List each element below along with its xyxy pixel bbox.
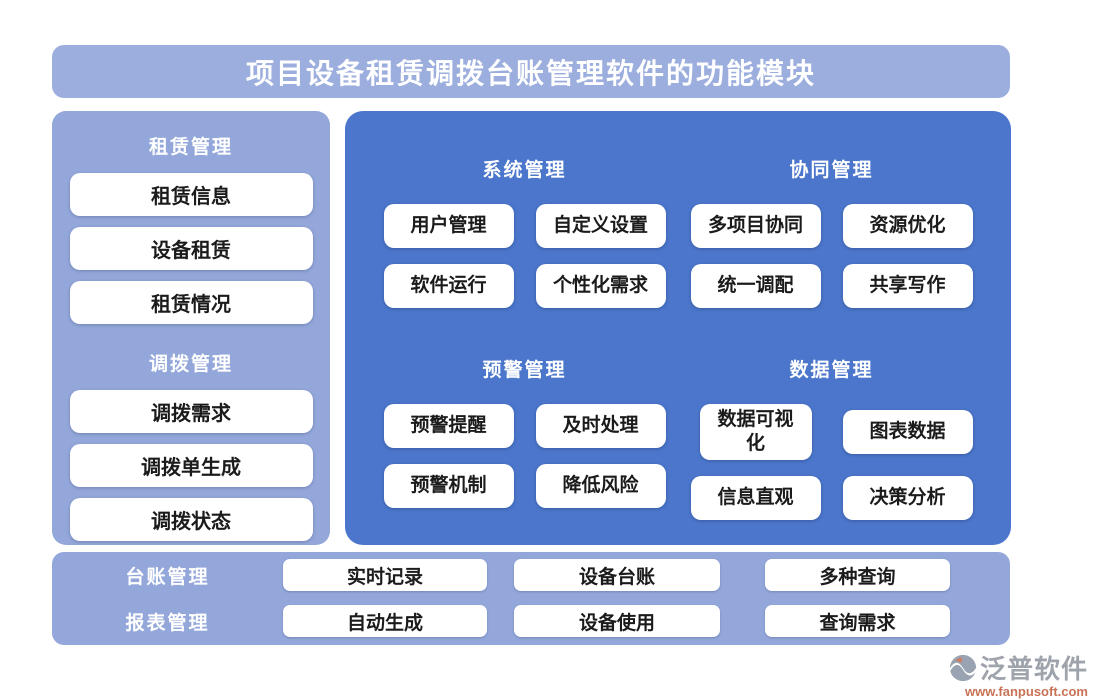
- chip-multi-project-collab[interactable]: 多项目协同: [690, 204, 821, 248]
- brand-url: www.fanpusoft.com: [964, 684, 1088, 699]
- quadrant-system-title: 系统管理: [482, 160, 567, 181]
- chip-realtime-record[interactable]: 实时记录: [283, 559, 487, 591]
- quadrant-collaboration-title: 协同管理: [789, 160, 874, 181]
- brand-watermark: 泛普软件 www.fanpusoft.com: [949, 649, 1088, 699]
- chip-data-visualization[interactable]: 数据可视化: [699, 404, 812, 460]
- chip-user-management[interactable]: 用户管理: [383, 204, 514, 248]
- page-title-banner: 项目设备租赁调拨台账管理软件的功能模块: [52, 45, 1010, 98]
- chip-equipment-ledger[interactable]: 设备台账: [514, 559, 720, 591]
- quadrant-warning-title: 预警管理: [482, 360, 567, 381]
- chip-unified-allocation[interactable]: 统一调配: [690, 264, 821, 308]
- main-panel: 系统管理 用户管理 自定义设置 软件运行 个性化需求 协同管理 多项目协同 资源…: [345, 111, 1011, 545]
- brand-logo-icon: [949, 654, 977, 682]
- sidebar-item-allocation-state[interactable]: 调拨状态: [69, 498, 313, 541]
- sidebar-item-equipment-rental[interactable]: 设备租赁: [69, 227, 313, 270]
- chip-warning-mechanism[interactable]: 预警机制: [383, 464, 514, 508]
- sidebar: 租赁管理 租赁信息 设备租赁 租赁情况 调拨管理 调拨需求 调拨单生成 调拨状态: [52, 111, 330, 545]
- chip-risk-reduction[interactable]: 降低风险: [535, 464, 666, 508]
- chip-intuitive-info[interactable]: 信息直观: [690, 475, 821, 520]
- footer-label-ledger: 台账管理: [125, 566, 210, 588]
- footer-row-report: 报表管理 自动生成 设备使用 查询需求: [52, 605, 1010, 637]
- page-title: 项目设备租赁调拨台账管理软件的功能模块: [245, 57, 816, 89]
- sidebar-item-allocation-order[interactable]: 调拨单生成: [69, 444, 313, 487]
- chip-shared-writing[interactable]: 共享写作: [842, 264, 973, 308]
- chip-custom-settings[interactable]: 自定义设置: [535, 204, 666, 248]
- sidebar-section-rental-title: 租赁管理: [148, 137, 233, 158]
- sidebar-section-allocation-title: 调拨管理: [148, 354, 233, 375]
- chip-personalized-needs[interactable]: 个性化需求: [535, 264, 666, 308]
- chip-multi-query[interactable]: 多种查询: [765, 559, 950, 591]
- sidebar-item-allocation-demand[interactable]: 调拨需求: [69, 390, 313, 433]
- quadrant-data: 数据管理 数据可视化 图表数据 信息直观 决策分析: [678, 325, 985, 525]
- quadrant-collaboration: 协同管理 多项目协同 资源优化 统一调配 共享写作: [678, 125, 985, 325]
- chip-decision-analysis[interactable]: 决策分析: [842, 475, 973, 520]
- chip-warning-reminder[interactable]: 预警提醒: [383, 404, 514, 448]
- chip-timely-handling[interactable]: 及时处理: [535, 404, 666, 448]
- quadrant-warning: 预警管理 预警提醒 及时处理 预警机制 降低风险: [371, 325, 678, 525]
- chip-equipment-usage[interactable]: 设备使用: [514, 605, 720, 637]
- sidebar-item-rental-status[interactable]: 租赁情况: [69, 281, 313, 324]
- footer-label-report: 报表管理: [125, 612, 210, 634]
- chip-query-demand[interactable]: 查询需求: [765, 605, 950, 637]
- chip-chart-data[interactable]: 图表数据: [842, 409, 973, 454]
- quadrant-data-title: 数据管理: [789, 360, 874, 381]
- quadrant-system: 系统管理 用户管理 自定义设置 软件运行 个性化需求: [371, 125, 678, 325]
- sidebar-item-rental-info[interactable]: 租赁信息: [69, 173, 313, 216]
- chip-software-operation[interactable]: 软件运行: [383, 264, 514, 308]
- chip-auto-generate[interactable]: 自动生成: [283, 605, 487, 637]
- brand-name: 泛普软件: [979, 654, 1088, 684]
- chip-resource-optimization[interactable]: 资源优化: [842, 204, 973, 248]
- footer-band: 台账管理 实时记录 设备台账 多种查询 报表管理 自动生成 设备使用 查询需求: [52, 552, 1010, 645]
- footer-row-ledger: 台账管理 实时记录 设备台账 多种查询: [52, 559, 1010, 591]
